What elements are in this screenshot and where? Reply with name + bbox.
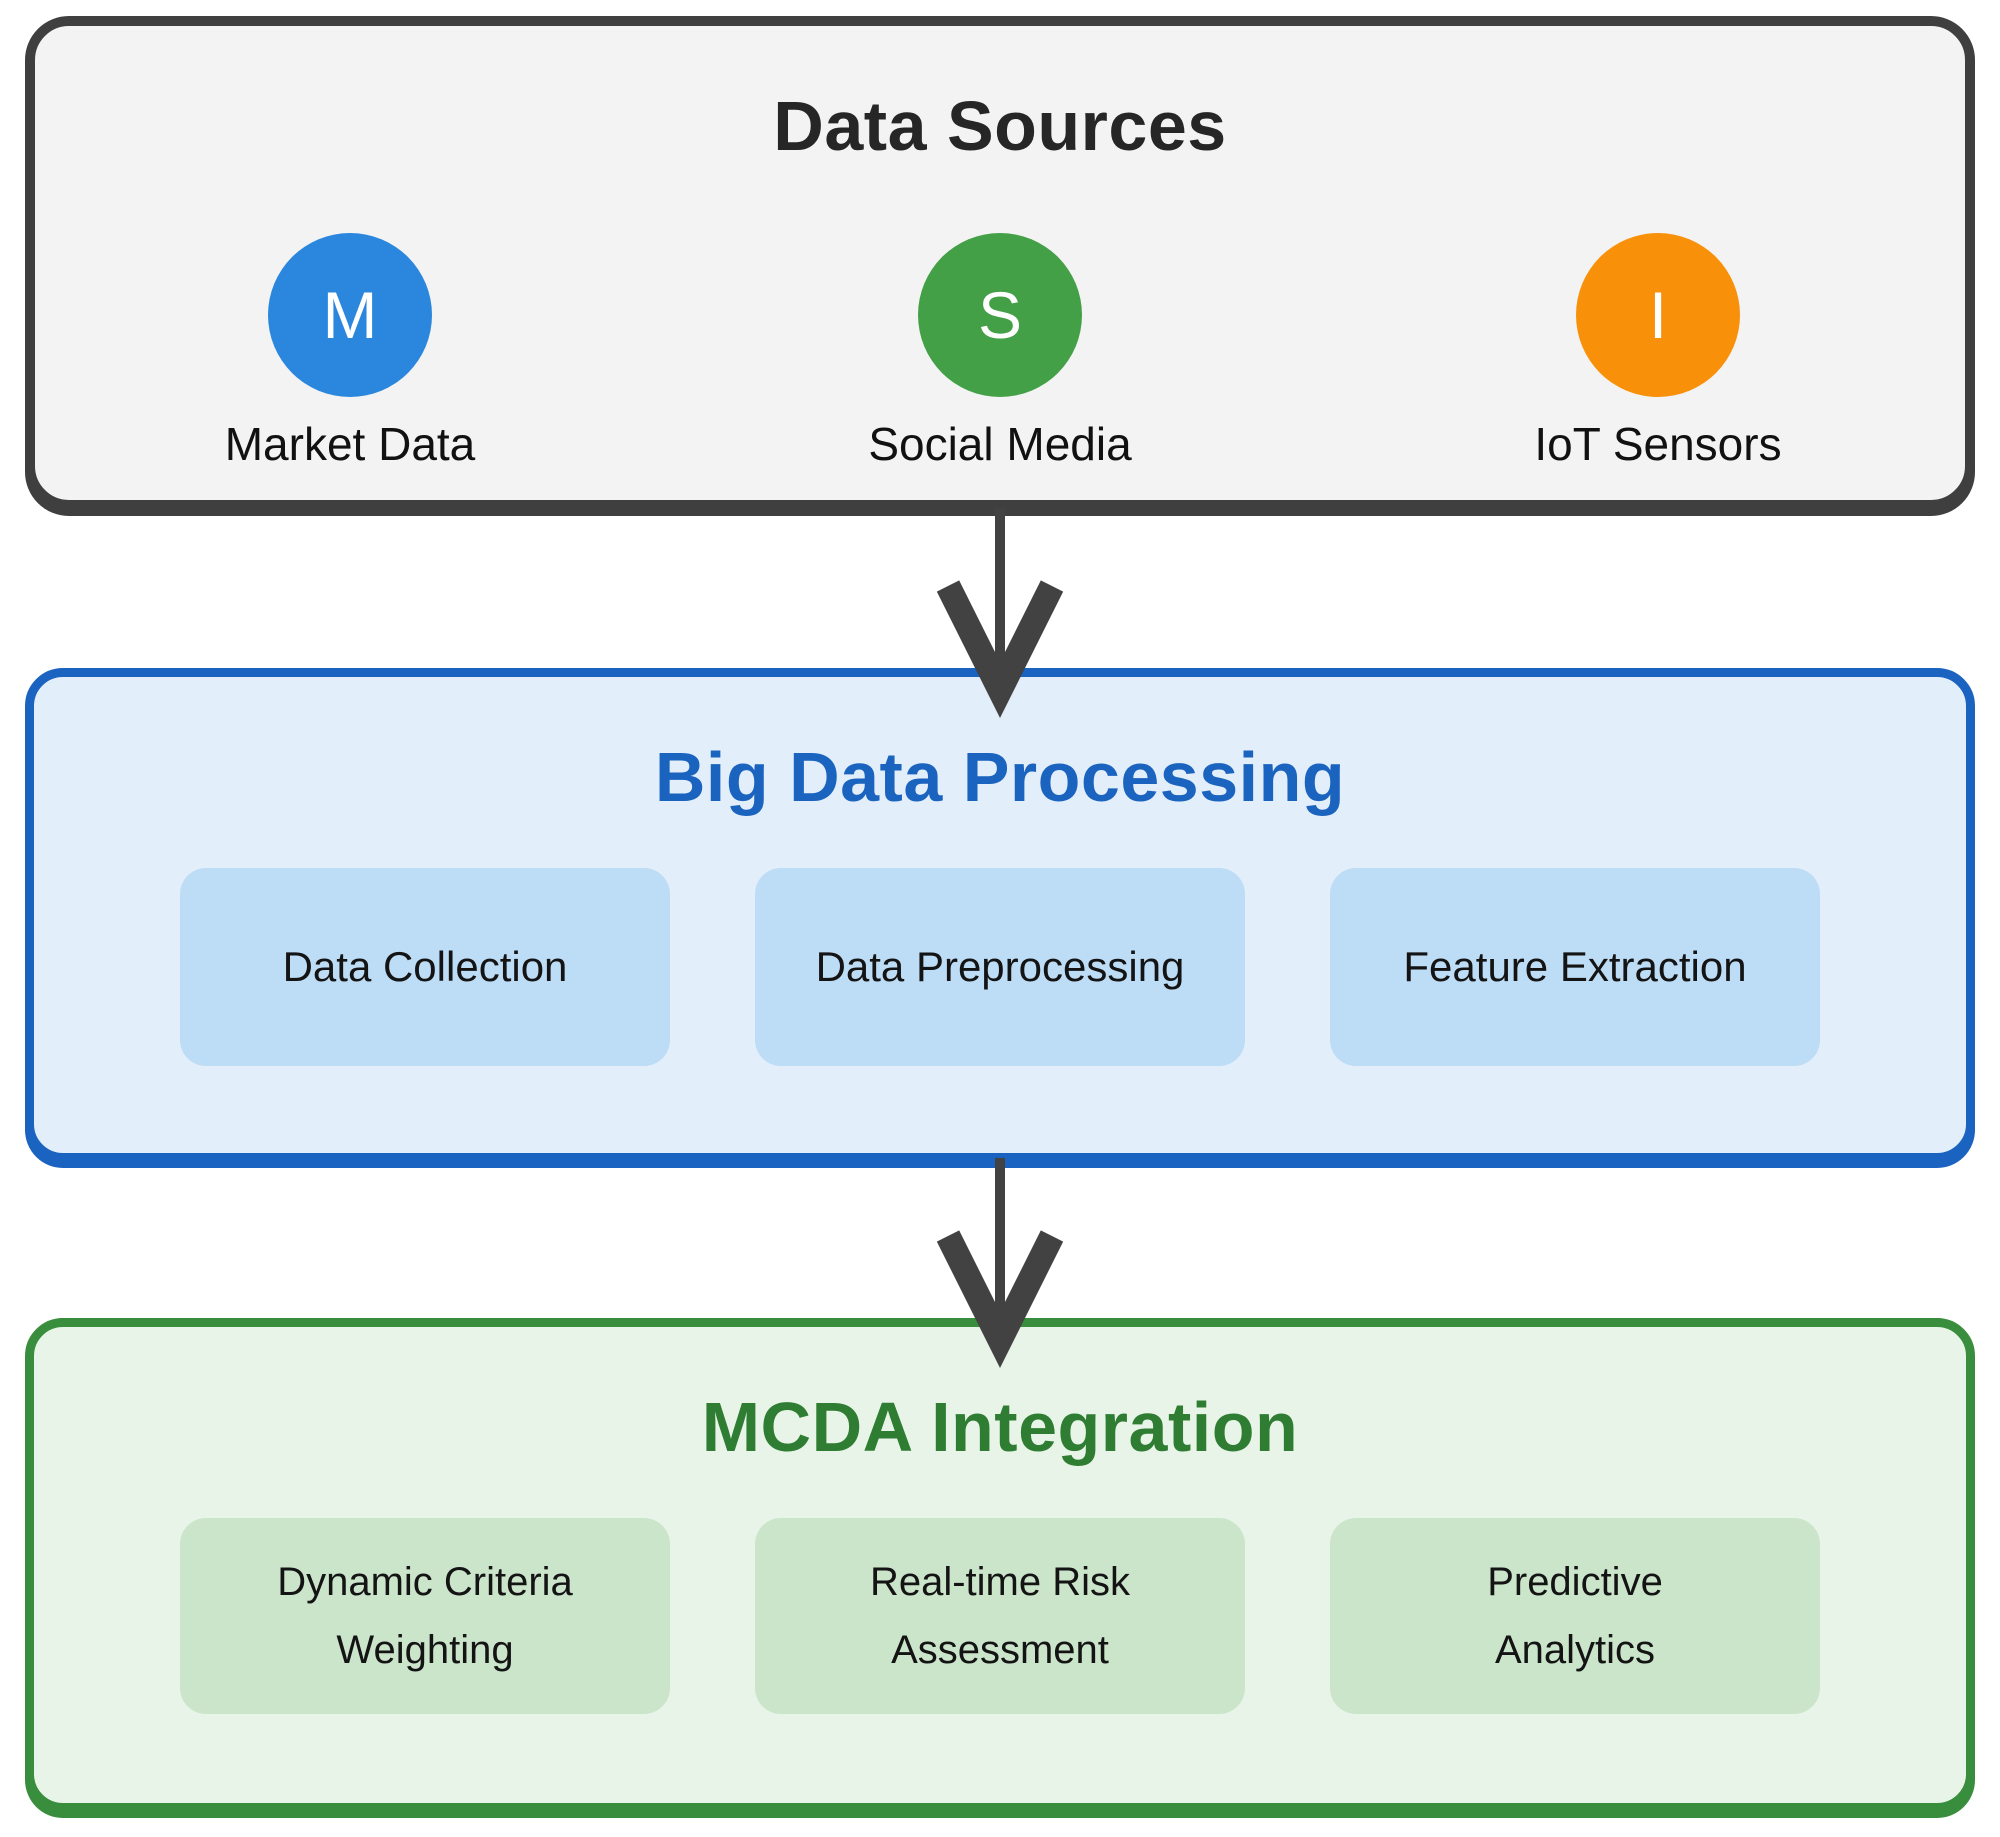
flow-arrow-sources-to-processing bbox=[936, 508, 1064, 718]
iot-sensors-letter: I bbox=[1648, 278, 1668, 352]
source-market-data: M Market Data bbox=[140, 233, 560, 471]
social-media-letter: S bbox=[977, 278, 1023, 352]
real-time-risk-assessment-item: Real-time Risk Assessment bbox=[755, 1518, 1245, 1714]
market-data-letter: M bbox=[322, 278, 378, 352]
dynamic-criteria-weighting-line2: Weighting bbox=[336, 1628, 514, 1672]
market-data-label: Market Data bbox=[224, 418, 476, 470]
feature-extraction-item: Feature Extraction bbox=[1330, 868, 1820, 1066]
real-time-risk-assessment-line1: Real-time Risk bbox=[869, 1560, 1131, 1604]
social-media-label: Social Media bbox=[868, 418, 1132, 470]
big-data-processing-title: Big Data Processing bbox=[654, 738, 1346, 816]
real-time-risk-assessment-line2: Assessment bbox=[891, 1628, 1109, 1672]
source-iot-sensors: I IoT Sensors bbox=[1448, 233, 1868, 471]
data-collection-label: Data Collection bbox=[282, 943, 568, 990]
market-data-icon: M bbox=[268, 233, 432, 397]
source-social-media: S Social Media bbox=[790, 233, 1210, 471]
iot-sensors-icon: I bbox=[1576, 233, 1740, 397]
dynamic-criteria-weighting-item: Dynamic Criteria Weighting bbox=[180, 1518, 670, 1714]
dynamic-criteria-weighting-line1: Dynamic Criteria bbox=[277, 1560, 573, 1604]
predictive-analytics-line1: Predictive bbox=[1487, 1560, 1663, 1604]
data-sources-title: Data Sources bbox=[773, 87, 1227, 165]
feature-extraction-label: Feature Extraction bbox=[1403, 943, 1747, 990]
predictive-analytics-line2: Analytics bbox=[1494, 1628, 1656, 1672]
iot-sensors-label: IoT Sensors bbox=[1534, 418, 1782, 470]
predictive-analytics-item: Predictive Analytics bbox=[1330, 1518, 1820, 1714]
social-media-icon: S bbox=[918, 233, 1082, 397]
data-preprocessing-item: Data Preprocessing bbox=[755, 868, 1245, 1066]
mcda-integration-title: MCDA Integration bbox=[701, 1388, 1299, 1466]
data-collection-item: Data Collection bbox=[180, 868, 670, 1066]
flow-arrow-processing-to-mcda bbox=[936, 1158, 1064, 1368]
data-preprocessing-label: Data Preprocessing bbox=[815, 943, 1185, 990]
